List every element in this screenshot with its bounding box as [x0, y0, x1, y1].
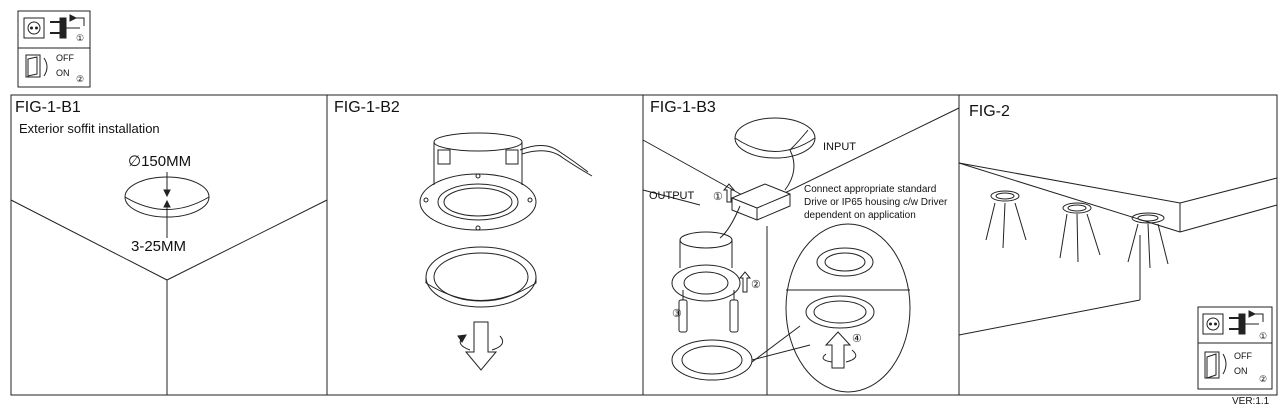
step-1-marker: ① [76, 33, 85, 43]
step-4-marker: ④ [852, 333, 862, 345]
step-2-marker: ② [76, 74, 85, 84]
step-2-marker: ② [1259, 374, 1268, 384]
fig-1-b1-subtitle: Exterior soffit installation [19, 121, 160, 136]
up-arrow-icon [722, 183, 752, 293]
output-label: OUTPUT [649, 190, 695, 202]
power-socket-icon [23, 17, 45, 39]
light-switch-icon [25, 54, 48, 78]
on-label: ON [1234, 366, 1248, 376]
soffit-corner-drawing [10, 172, 328, 395]
top-power-icon-group [17, 10, 91, 88]
fig-1-b3-title: FIG-1-B3 [650, 99, 716, 116]
light-switch-icon [1204, 351, 1227, 379]
fig-1-b1-title: FIG-1-B1 [15, 99, 81, 116]
step-2-marker: ② [751, 279, 761, 291]
power-socket-icon [1202, 313, 1224, 335]
plug-icon [1229, 310, 1264, 335]
soffit-lights-drawing [958, 162, 1278, 336]
depth-label: 3-25MM [131, 238, 187, 255]
diameter-label: ∅150MM [128, 153, 192, 170]
off-label: OFF [56, 53, 74, 63]
driver-note-line-1: Connect appropriate standard [804, 184, 937, 195]
input-label: INPUT [823, 141, 856, 153]
version-label: VER:1.1 [1232, 396, 1270, 407]
downlight-exploded-drawing [419, 132, 593, 371]
step-3-marker: ③ [672, 308, 682, 320]
driver-note-line-3: dependent on application [804, 210, 916, 221]
on-label: ON [56, 68, 70, 78]
fig-2-title: FIG-2 [969, 103, 1010, 120]
driver-wiring-drawing [642, 107, 960, 395]
plug-icon [50, 14, 85, 39]
fig-1-b2-title: FIG-1-B2 [334, 99, 400, 116]
step-1-marker: ① [713, 191, 723, 203]
rotate-arrow-icon [457, 321, 504, 371]
bottom-power-icon-group [1197, 306, 1273, 390]
off-label: OFF [1234, 351, 1252, 361]
driver-note-line-2: Drive or IP65 housing c/w Driver [804, 197, 948, 208]
screwdriver-icon [678, 290, 739, 333]
step-1-marker: ① [1259, 331, 1268, 341]
